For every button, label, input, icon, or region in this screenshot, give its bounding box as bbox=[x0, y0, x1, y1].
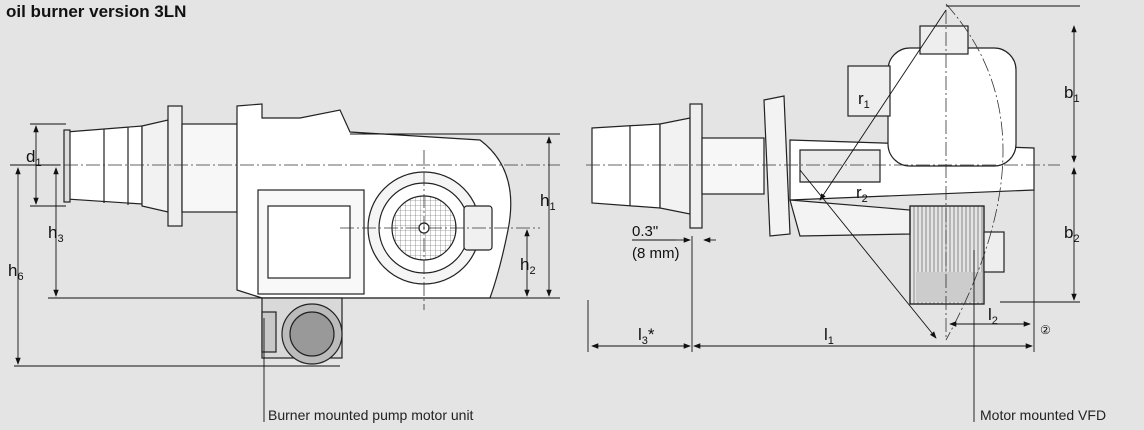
dim-b2: b2 bbox=[1064, 223, 1080, 245]
mounting-flange bbox=[167, 105, 183, 227]
right-dimensions bbox=[587, 5, 1080, 352]
top-blast-tube bbox=[591, 123, 661, 209]
marker-2: ② bbox=[1040, 323, 1051, 337]
dim-h2: h2 bbox=[520, 255, 536, 277]
callout-pump-motor: Burner mounted pump motor unit bbox=[268, 407, 474, 423]
left-dimensions bbox=[10, 123, 560, 367]
dim-r2: r2 bbox=[856, 183, 868, 205]
fan-motor bbox=[887, 47, 1017, 167]
top-view bbox=[591, 25, 1035, 305]
dim-h6: h6 bbox=[8, 261, 24, 283]
side-view bbox=[63, 103, 512, 365]
callout-vfd: Motor mounted VFD bbox=[980, 407, 1106, 423]
right-centerlines bbox=[586, 3, 1060, 341]
dim-r1: r1 bbox=[858, 89, 870, 111]
dim-l2: l2 bbox=[988, 305, 998, 327]
dim-l1: l1 bbox=[824, 325, 834, 347]
diagram-title: oil burner version 3LN bbox=[6, 2, 187, 21]
dim-h3: h3 bbox=[48, 223, 64, 245]
gap-inch: 0.3" bbox=[632, 223, 658, 240]
gap-mm: (8 mm) bbox=[632, 245, 680, 262]
callout-leaders bbox=[263, 250, 975, 422]
dim-b1: b1 bbox=[1064, 83, 1080, 105]
left-centerlines bbox=[20, 150, 560, 310]
top-flange bbox=[689, 103, 703, 229]
dim-d1: d1 bbox=[26, 147, 42, 169]
dim-h1: h1 bbox=[540, 191, 556, 213]
dim-l3: l3* bbox=[638, 325, 655, 347]
